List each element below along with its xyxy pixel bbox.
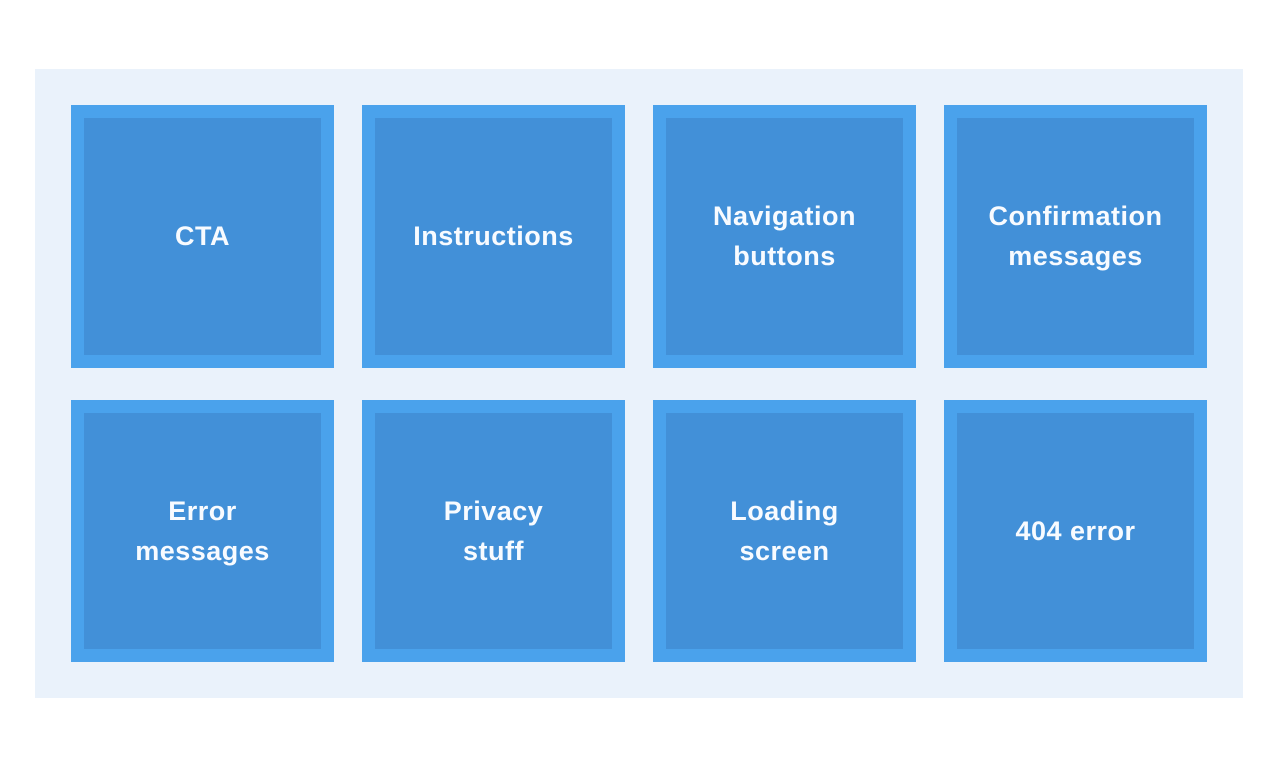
tile-privacy-stuff[interactable]: Privacy stuff: [362, 399, 625, 662]
tile-inner: CTA: [84, 118, 321, 355]
tile-label: Navigation buttons: [712, 201, 857, 272]
tile-inner: 404 error: [957, 412, 1194, 649]
tile-label: Instructions: [413, 221, 574, 252]
tiles-panel: CTA Instructions Navigation buttons Conf…: [35, 69, 1243, 698]
tile-loading-screen[interactable]: Loading screen: [653, 399, 916, 662]
tile-label: Loading screen: [730, 495, 839, 566]
tile-404-error[interactable]: 404 error: [944, 399, 1207, 662]
tile-navigation-buttons[interactable]: Navigation buttons: [653, 105, 916, 368]
tile-error-messages[interactable]: Error messages: [71, 399, 334, 662]
tile-label: CTA: [175, 221, 230, 252]
tile-label: Confirmation messages: [988, 201, 1163, 272]
tile-label: Privacy stuff: [443, 495, 544, 566]
tile-cta[interactable]: CTA: [71, 105, 334, 368]
tile-inner: Loading screen: [666, 412, 903, 649]
tile-inner: Error messages: [84, 412, 321, 649]
tile-inner: Instructions: [375, 118, 612, 355]
tile-inner: Privacy stuff: [375, 412, 612, 649]
tile-inner: Confirmation messages: [957, 118, 1194, 355]
tile-label: Error messages: [135, 495, 270, 566]
tile-confirmation-messages[interactable]: Confirmation messages: [944, 105, 1207, 368]
tile-instructions[interactable]: Instructions: [362, 105, 625, 368]
tiles-grid: CTA Instructions Navigation buttons Conf…: [71, 105, 1207, 662]
tile-inner: Navigation buttons: [666, 118, 903, 355]
tile-label: 404 error: [1015, 515, 1136, 546]
